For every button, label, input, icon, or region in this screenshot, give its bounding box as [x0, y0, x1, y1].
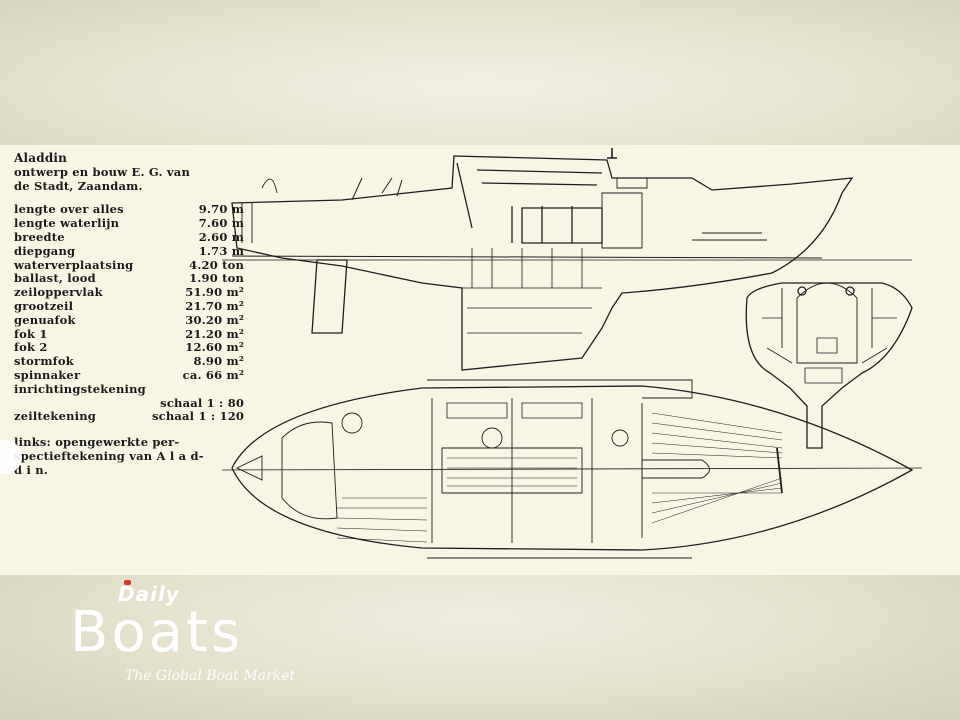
spec-row: genuafok 30.20 m² — [14, 312, 245, 328]
logo-accent-mark — [124, 580, 131, 585]
spec-label: grootzeil — [14, 298, 74, 313]
spec-label: breedte — [14, 229, 65, 244]
heading-block: Aladdin ontwerp en bouw E. G. van de Sta… — [14, 151, 229, 193]
centerline — [222, 467, 922, 471]
spec-row: schaal 1 : 80 — [14, 395, 245, 411]
section-outline — [745, 282, 913, 449]
spec-label: fok 2 — [14, 340, 48, 355]
forward-berth-hatching — [651, 412, 783, 524]
boat-plan-drawing — [222, 148, 922, 559]
spec-value: schaal 1 : 120 — [151, 409, 245, 424]
spec-row: breedte 2.60 m — [14, 229, 245, 245]
specification-block: Aladdin ontwerp en bouw E. G. van de Sta… — [14, 151, 244, 478]
spec-row: lengte waterlijn 7.60 m — [14, 216, 245, 231]
drawing-caption: links: opengewerkte per- spectieftekenin… — [14, 435, 229, 477]
deck-plan — [222, 379, 922, 559]
spec-label: genuafok — [14, 312, 76, 327]
spec-value: 51.90 m² — [185, 285, 245, 300]
spec-row: fok 1 21.20 m² — [14, 326, 245, 342]
spec-row: stormfok 8.90 m² — [14, 354, 245, 369]
spec-label: zeiltekening — [14, 409, 97, 424]
spec-label: inrichtingstekening — [14, 381, 146, 396]
spec-row: grootzeil 21.70 m² — [14, 298, 245, 314]
spec-value: 21.20 m² — [185, 326, 245, 341]
caption-line-1: links: opengewerkte per- — [14, 435, 180, 450]
spec-value: 21.70 m² — [185, 298, 245, 313]
spec-label: waterverplaatsing — [14, 257, 134, 272]
rudder — [311, 259, 348, 334]
spec-row: diepgang 1.73 m — [14, 243, 245, 259]
quarter-berth-hatching — [336, 497, 428, 543]
spec-value: 30.20 m² — [185, 312, 245, 327]
spec-value: ca. 66 m² — [182, 367, 245, 382]
spec-label: zeiloppervlak — [14, 285, 103, 300]
spec-label: lengte waterlijn — [14, 216, 120, 231]
logo-tagline: The Global Boat Market — [124, 668, 296, 684]
waterline — [231, 255, 823, 259]
spec-row: waterverplaatsing 4.20 ton — [14, 257, 245, 273]
spec-value: 12.60 m² — [185, 340, 245, 355]
spec-row: ballast, lood 1.90 ton — [14, 272, 244, 286]
mast-stub — [607, 148, 617, 159]
spec-value: 7.60 m — [198, 216, 245, 231]
spec-value: 8.90 m² — [193, 354, 245, 369]
spec-label: diepgang — [14, 243, 76, 258]
spec-row: inrichtingstekening — [14, 381, 244, 397]
spec-row: zeiloppervlak 51.90 m² — [14, 285, 245, 300]
spec-value: 4.20 ton — [189, 257, 245, 272]
caption-line-2: spectieftekening van A l a d- — [14, 448, 204, 463]
spec-label: spinnaker — [14, 367, 81, 382]
logo-boats-text: Boats — [70, 600, 244, 665]
cabin-detail — [456, 162, 603, 244]
designer-line-1: ontwerp en bouw E. G. van — [14, 164, 191, 179]
caption-line-3: d i n. — [14, 462, 48, 477]
spec-label: ballast, lood — [14, 271, 96, 286]
spec-label: lengte over alles — [14, 202, 124, 217]
plan-outline — [231, 385, 914, 551]
hull-outline — [231, 155, 854, 371]
spec-value: 2.60 m — [198, 229, 245, 244]
spec-row: spinnaker ca. 66 m² — [14, 367, 245, 383]
spec-row: fok 2 12.60 m² — [14, 341, 244, 355]
side-scroll-tab[interactable] — [0, 440, 22, 474]
plan-sheet — [0, 145, 960, 575]
spec-value: schaal 1 : 80 — [160, 395, 245, 410]
logo-daily-text: Daily — [118, 582, 180, 606]
cross-section — [745, 282, 913, 449]
blurred-backdrop-top — [0, 0, 960, 145]
spec-label: fok 1 — [14, 326, 48, 341]
side-profile — [222, 148, 912, 371]
designer-line-2: de Stadt, Zaandam. — [14, 178, 143, 193]
spec-label: stormfok — [14, 354, 74, 369]
spec-value: 1.73 m — [198, 243, 245, 258]
spec-label — [14, 397, 146, 411]
spec-row: zeiltekening schaal 1 : 120 — [14, 410, 244, 424]
blurred-backdrop-bottom — [0, 575, 960, 720]
spec-value: 1.90 ton — [189, 271, 245, 286]
boat-name: Aladdin — [14, 151, 68, 165]
